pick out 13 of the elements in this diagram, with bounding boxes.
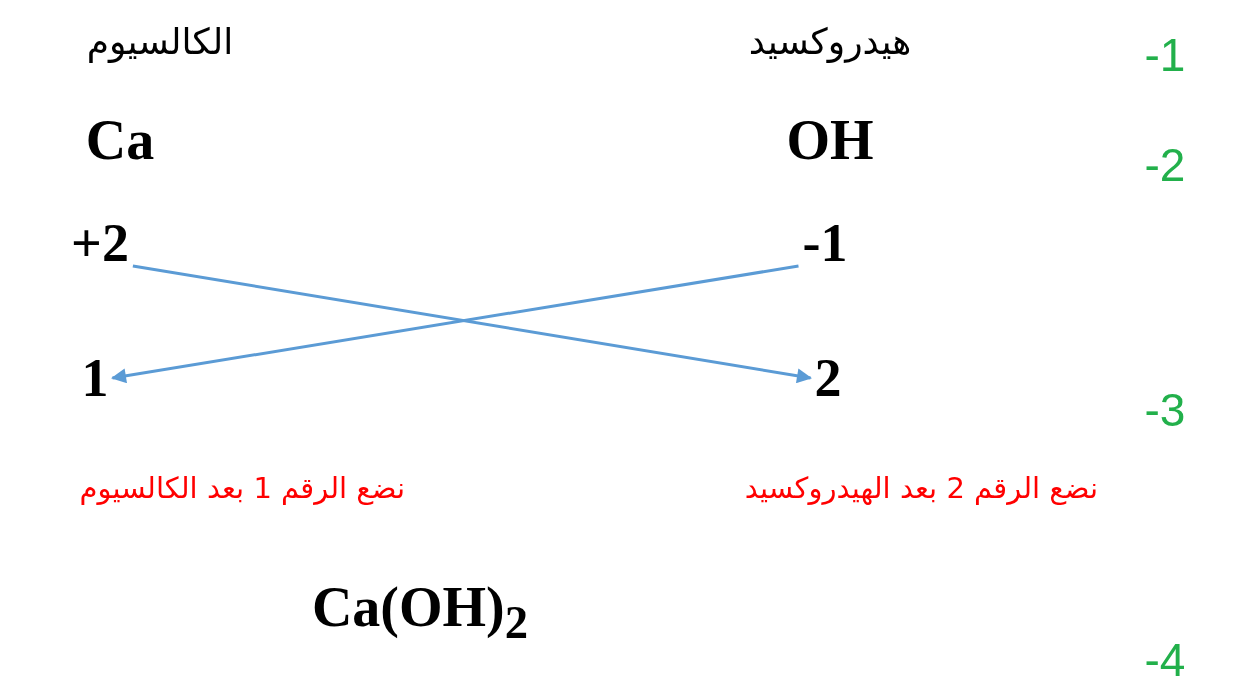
number: 1 — [77, 349, 113, 407]
step-number: -1 — [1144, 32, 1186, 78]
number: -1 — [798, 214, 852, 272]
number: +2 — [67, 214, 133, 272]
number: 2 — [810, 349, 846, 407]
note: نضع الرقم 1 بعد الكالسيوم — [79, 473, 405, 503]
step-number: -2 — [1144, 142, 1186, 188]
formula: Ca(OH)$_{2}$ — [311, 578, 529, 646]
step-number: -4 — [1144, 637, 1186, 683]
symbol: Ca — [85, 112, 155, 168]
step-number: -3 — [1144, 387, 1186, 433]
note: نضع الرقم 2 بعد الهيدروكسيد — [744, 473, 1098, 503]
symbol: OH — [786, 112, 874, 168]
